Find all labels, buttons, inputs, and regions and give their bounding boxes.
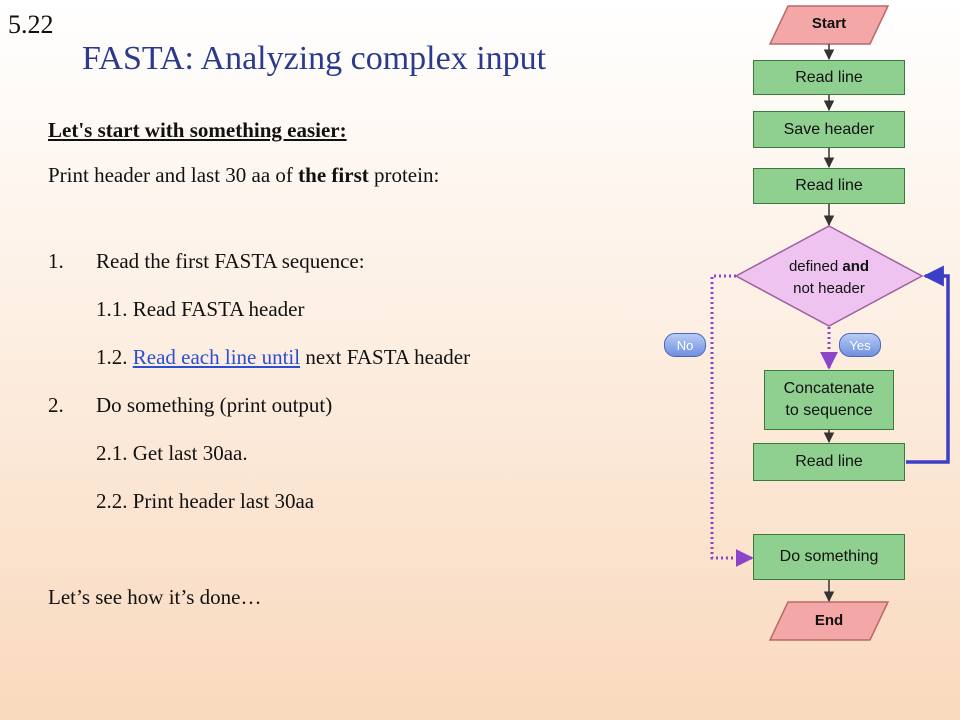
step-1-1: 1.1. Read FASTA header — [96, 297, 305, 321]
save-header-box: Save header — [753, 111, 905, 148]
concatenate-line-2: to sequence — [785, 402, 873, 419]
concatenate-box: Concatenate to sequence — [764, 370, 894, 430]
yes-pill: Yes — [839, 333, 881, 357]
step-1-2-suffix: next FASTA header — [300, 345, 471, 369]
read-line-box-2: Read line — [753, 168, 905, 204]
step-1-2-prefix: 1.2. — [96, 345, 133, 369]
step-1: 1. Read the first FASTA sequence: — [48, 249, 365, 274]
start-shape — [768, 5, 890, 45]
step-1-number: 1. — [48, 249, 64, 273]
decision-label: defined and not header — [760, 256, 898, 300]
slide-title: FASTA: Analyzing complex input — [82, 40, 547, 77]
slide-number: 5.22 — [8, 10, 54, 39]
intro-bold: the first — [298, 163, 369, 187]
step-2: 2. Do something (print output) — [48, 393, 332, 418]
decision-shape — [734, 225, 924, 327]
intro-text-before: Print header and last 30 aa of — [48, 163, 299, 187]
no-branch-arrow — [710, 274, 754, 567]
step-2-number: 2. — [48, 393, 64, 417]
decision-label-bold: and — [842, 258, 870, 275]
end-shape — [768, 601, 890, 641]
concatenate-line-1: Concatenate — [783, 380, 875, 397]
intro-text-after: protein: — [368, 163, 440, 187]
step-1-text: Read the first FASTA sequence: — [96, 249, 365, 273]
decision-label-part2: not header — [793, 280, 865, 297]
do-something-box: Do something — [753, 534, 905, 580]
read-line-box-3: Read line — [753, 443, 905, 481]
read-line-box-1: Read line — [753, 60, 905, 95]
step-2-2: 2.2. Print header last 30aa — [96, 489, 315, 513]
no-pill: No — [664, 333, 706, 357]
intro-line: Print header and last 30 aa of the first… — [48, 163, 439, 188]
step-2-1: 2.1. Get last 30aa. — [96, 441, 248, 465]
step-1-2: 1.2. Read each line until next FASTA hea… — [96, 345, 470, 370]
step-2-text: Do something (print output) — [96, 393, 333, 417]
end-label: End — [814, 612, 844, 629]
loop-back-arrow — [906, 265, 950, 464]
subheading: Let's start with something easier: — [48, 118, 347, 142]
read-each-line-link[interactable]: Read each line until — [132, 345, 301, 369]
closing-line: Let’s see how it’s done… — [48, 585, 262, 609]
decision-label-part1: defined — [788, 258, 843, 275]
start-label: Start — [811, 15, 847, 32]
